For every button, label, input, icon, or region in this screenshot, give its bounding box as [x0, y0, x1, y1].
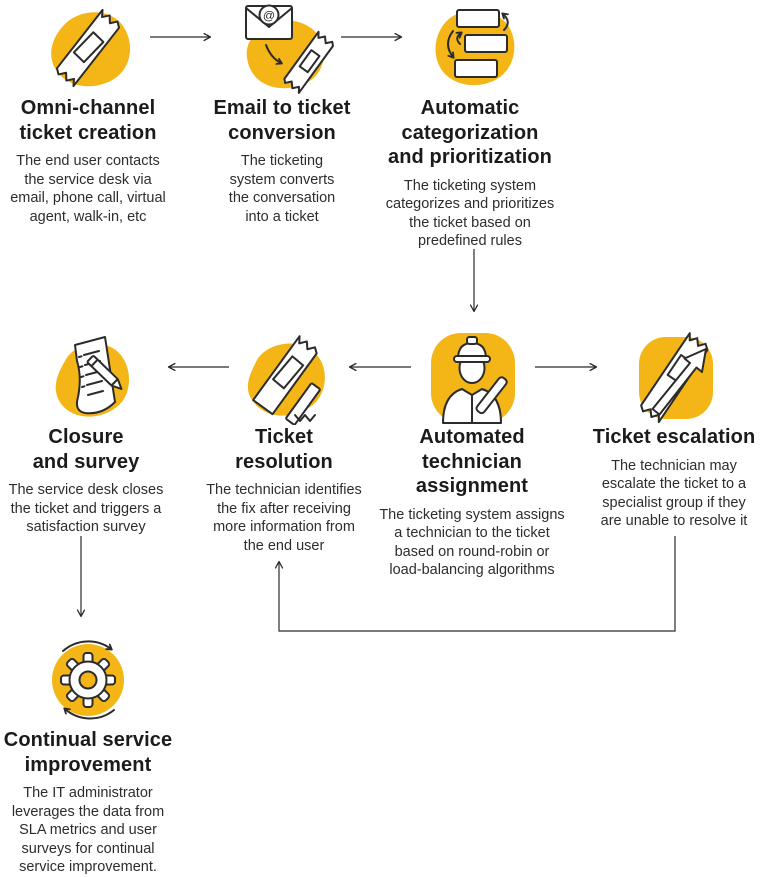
step-description: The ticketing system assigns a technicia…	[379, 506, 565, 579]
step-description: The end user contacts the service desk v…	[10, 153, 166, 225]
step-description: The ticketing system categorizes and pri…	[385, 177, 555, 250]
step-description: The technician identifies the fix after …	[206, 482, 362, 554]
step-title: Automated technician assignment	[415, 426, 529, 497]
step-description: The IT administrator leverages the data …	[11, 785, 165, 876]
step-closure-and-survey: Closure and survey The service desk clos…	[0, 328, 172, 537]
ticket-icon	[33, 0, 143, 96]
step-description: The ticketing system converts the conver…	[228, 153, 336, 225]
step-title: Email to ticket conversion	[213, 97, 351, 144]
categorization-icon	[420, 0, 520, 96]
step-automatic-categorization: Automatic categorization and prioritizat…	[366, 0, 574, 251]
ticket-escalation-arrow-icon	[622, 328, 726, 425]
step-ticket-escalation: Ticket escalation The technician may esc…	[584, 328, 764, 531]
survey-checklist-icon	[36, 328, 136, 425]
step-title: Omni-channel ticket creation	[19, 97, 157, 144]
step-automated-technician-assignment: Automated technician assignment The tick…	[366, 328, 578, 580]
step-continual-service-improvement: Continual service improvement The IT adm…	[0, 632, 176, 877]
email-to-ticket-icon: @	[224, 0, 340, 96]
technician-icon	[424, 328, 520, 425]
step-ticket-resolution: Ticket resolution The technician identif…	[194, 328, 374, 555]
at-symbol: @	[263, 9, 275, 23]
step-title: Continual service improvement	[3, 729, 173, 776]
gear-cycle-icon	[38, 632, 138, 724]
step-description: The technician may escalate the ticket t…	[600, 457, 748, 530]
step-title: Automatic categorization and prioritizat…	[387, 97, 553, 168]
step-title: Ticket escalation	[592, 426, 756, 448]
step-title: Ticket resolution	[235, 426, 333, 473]
step-title: Closure and survey	[32, 426, 140, 473]
step-omni-channel-ticket-creation: Omni-channel ticket creation The end use…	[0, 0, 176, 226]
step-email-to-ticket-conversion: @ Email to ticket conversion The ticketi…	[196, 0, 368, 226]
ticket-stamp-icon	[229, 328, 339, 425]
step-description: The service desk closes the ticket and t…	[8, 482, 164, 536]
